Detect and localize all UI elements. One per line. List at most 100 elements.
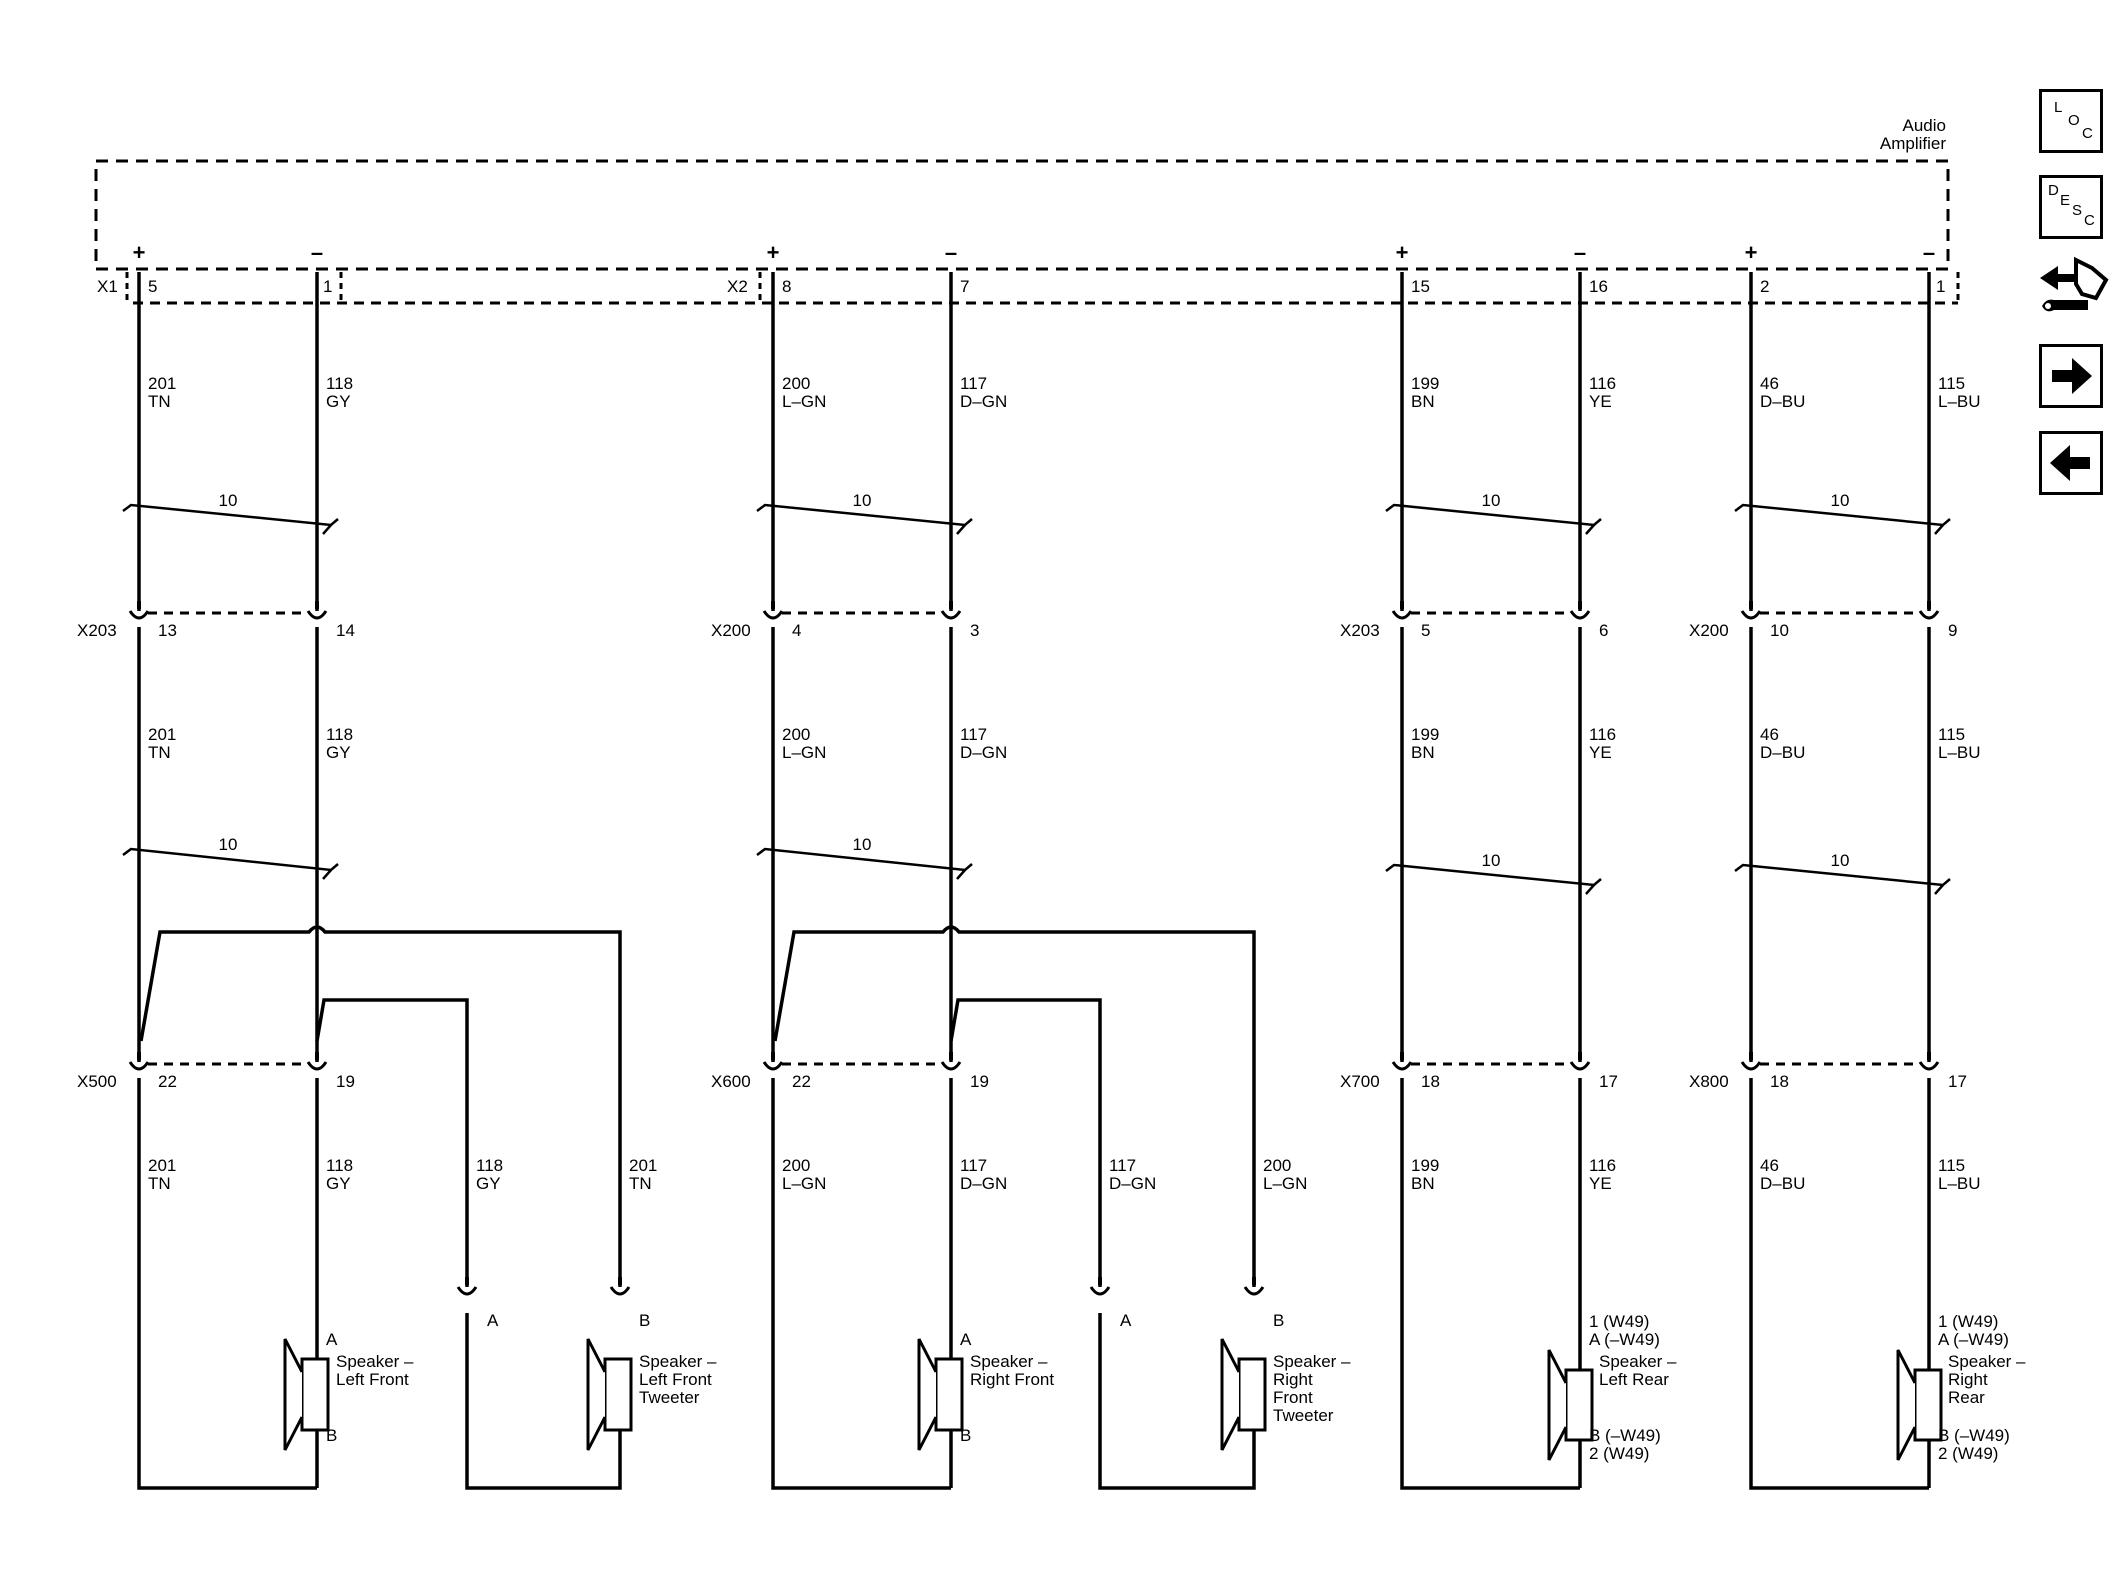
twisted-pair-marks: [122, 503, 1951, 895]
twist-rate: 10: [1482, 491, 1501, 510]
amp-connector-x1: X1 X2: [97, 272, 1960, 305]
wire-201-tn: [137, 272, 317, 1490]
module-title-line1: Audio: [1903, 116, 1946, 135]
speaker-label: Left Rear: [1599, 1370, 1669, 1389]
wire-color: GY: [326, 392, 351, 411]
inline-pin: 13: [158, 621, 177, 640]
polarity-minus: –: [311, 240, 323, 265]
speaker-icon: [283, 1338, 330, 1451]
speaker-pin: A: [326, 1330, 338, 1349]
rf-tweeter-return: [1098, 1313, 1256, 1490]
wire-color: BN: [1411, 392, 1435, 411]
wire-color: D–GN: [960, 743, 1007, 762]
location-button[interactable]: L O C: [2039, 89, 2103, 153]
speaker-pin: A: [960, 1330, 972, 1349]
connector-service-icon: [2040, 256, 2109, 312]
circuit-number: 115: [1938, 725, 1965, 744]
polarity-plus: +: [767, 240, 780, 265]
inline-pin: 3: [970, 621, 979, 640]
wire-color: D–GN: [1109, 1174, 1156, 1193]
circuit-number: 46: [1760, 1156, 1779, 1175]
speaker-label: Tweeter: [639, 1388, 700, 1407]
wire-color: D–BU: [1760, 1174, 1805, 1193]
desc-letter-s: S: [2072, 202, 2083, 219]
speaker-pin: A: [1120, 1311, 1132, 1330]
circuit-number: 200: [782, 725, 810, 744]
wire-color: D–BU: [1760, 392, 1805, 411]
speaker-label: Speaker –: [1599, 1352, 1677, 1371]
wire-color: GY: [326, 743, 351, 762]
next-page-button[interactable]: [2039, 344, 2103, 408]
inline-pin: 22: [158, 1072, 177, 1091]
polarity-plus: +: [133, 240, 146, 265]
connector-service-icon[interactable]: [2036, 254, 2110, 324]
twist-rate: 10: [1831, 851, 1850, 870]
polarity-minus: –: [945, 240, 957, 265]
polarity-plus: +: [1745, 240, 1758, 265]
inline-pin: 10: [1770, 621, 1789, 640]
inline-pin: 5: [1421, 621, 1430, 640]
wire-color: L–BU: [1938, 1174, 1981, 1193]
twist-rate: 10: [219, 835, 238, 854]
twist-rate: 10: [853, 491, 872, 510]
connector-x600-label: X600: [711, 1072, 751, 1091]
speaker-label: Left Front: [336, 1370, 409, 1389]
wire-46-dbu: [1749, 272, 1929, 1490]
connector-x800-label: X800: [1689, 1072, 1729, 1091]
wire-color: TN: [148, 743, 171, 762]
polarity-minus: –: [1574, 240, 1586, 265]
speaker-pin: B: [326, 1426, 337, 1445]
inline-pin: 9: [1948, 621, 1957, 640]
inline-pin: 18: [1770, 1072, 1789, 1091]
speaker-pin: 2 (W49): [1938, 1444, 1998, 1463]
wire-color: YE: [1589, 743, 1612, 762]
arrow-right-icon: [2052, 358, 2092, 394]
inline-pin: 17: [1599, 1072, 1618, 1091]
wire-color: GY: [326, 1174, 351, 1193]
circuit-number: 117: [960, 1156, 987, 1175]
speaker-icon: [586, 1338, 633, 1451]
previous-page-button[interactable]: [2039, 431, 2103, 495]
loc-letter-o: O: [2068, 112, 2080, 129]
circuit-number: 201: [148, 374, 176, 393]
desc-letter-c: C: [2084, 212, 2095, 229]
wire-color: D–GN: [960, 392, 1007, 411]
wire-color: L–BU: [1938, 743, 1981, 762]
circuit-number: 200: [1263, 1156, 1291, 1175]
circuit-number: 46: [1760, 725, 1779, 744]
wire-color: L–BU: [1938, 392, 1981, 411]
wire-200-lgn: [771, 272, 951, 1490]
speaker-pin: A (–W49): [1938, 1330, 2009, 1349]
wire-color: BN: [1411, 1174, 1435, 1193]
amp-pin: 7: [960, 277, 969, 296]
circuit-number: 118: [476, 1156, 503, 1175]
splice-201-to-tweeter: [139, 925, 622, 1287]
circuit-number: 199: [1411, 374, 1439, 393]
speaker-icon: [1220, 1338, 1267, 1451]
circuit-number: 200: [782, 374, 810, 393]
amp-pin: 16: [1589, 277, 1608, 296]
connector-x200-label: X200: [1689, 621, 1729, 640]
polarity-plus: +: [1396, 240, 1409, 265]
wire-color: BN: [1411, 743, 1435, 762]
speakers: [283, 1338, 1943, 1461]
wire-color: D–BU: [1760, 743, 1805, 762]
circuit-number: 46: [1760, 374, 1779, 393]
connector-x203-label: X203: [77, 621, 117, 640]
inline-pin: 4: [792, 621, 801, 640]
speaker-label: Speaker –: [1948, 1352, 2026, 1371]
connector-x2-label: X2: [727, 277, 748, 296]
inline-connectors: X203 X200 X203 X200 X500 X600 X700 X800: [77, 599, 1940, 1296]
inline-pin: 14: [336, 621, 355, 640]
wire-199-bn: [1400, 272, 1580, 1490]
circuit-number: 117: [960, 374, 987, 393]
circuit-number: 115: [1938, 1156, 1965, 1175]
wire-labels: 5 201 TN 13 201 TN 22 201 TN 1 118 GY 14…: [148, 277, 1981, 1193]
circuit-number: 117: [960, 725, 987, 744]
description-button[interactable]: D E S C: [2039, 175, 2103, 239]
circuit-number: 118: [326, 725, 353, 744]
speaker-label: Left Front: [639, 1370, 712, 1389]
wire-color: YE: [1589, 1174, 1612, 1193]
module-title-line2: Amplifier: [1880, 134, 1946, 153]
amp-pin: 2: [1760, 277, 1769, 296]
